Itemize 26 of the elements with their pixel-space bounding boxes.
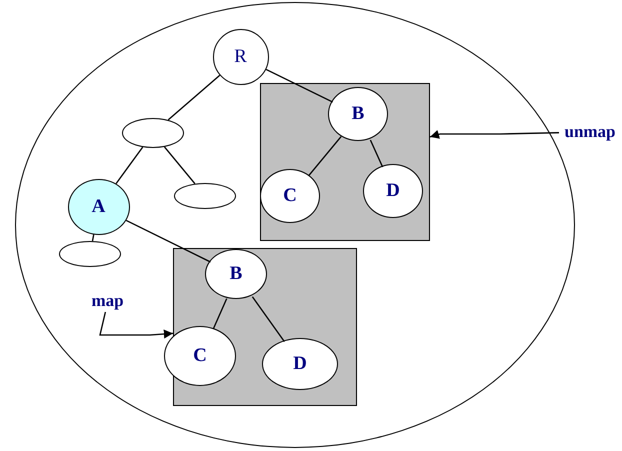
action-label: map xyxy=(82,290,134,312)
tree-edge xyxy=(308,136,342,176)
tree-node: C xyxy=(260,169,320,223)
tree-edge xyxy=(168,74,220,120)
tree-edge xyxy=(252,296,285,342)
tree-edge xyxy=(126,220,211,263)
tree-edge xyxy=(164,146,196,184)
tree-node: B xyxy=(205,249,267,299)
tree-node: B xyxy=(328,87,388,141)
tree-edge xyxy=(116,146,144,184)
tree-node: D xyxy=(363,164,423,218)
tree-edge xyxy=(266,68,333,103)
tree-node: A xyxy=(68,178,130,234)
tree-edge xyxy=(92,234,94,242)
tree-node xyxy=(122,118,184,148)
tree-node xyxy=(174,182,236,208)
tree-node: C xyxy=(164,326,236,386)
arrow xyxy=(430,130,560,139)
subtree-panel xyxy=(260,82,430,240)
action-label: unmap xyxy=(559,121,621,143)
tree-node: R xyxy=(212,28,268,84)
arrow xyxy=(99,312,174,339)
tree-edge xyxy=(370,140,384,168)
tree-node: D xyxy=(262,338,338,390)
tree-node xyxy=(58,240,120,266)
tree-edge xyxy=(212,298,228,330)
